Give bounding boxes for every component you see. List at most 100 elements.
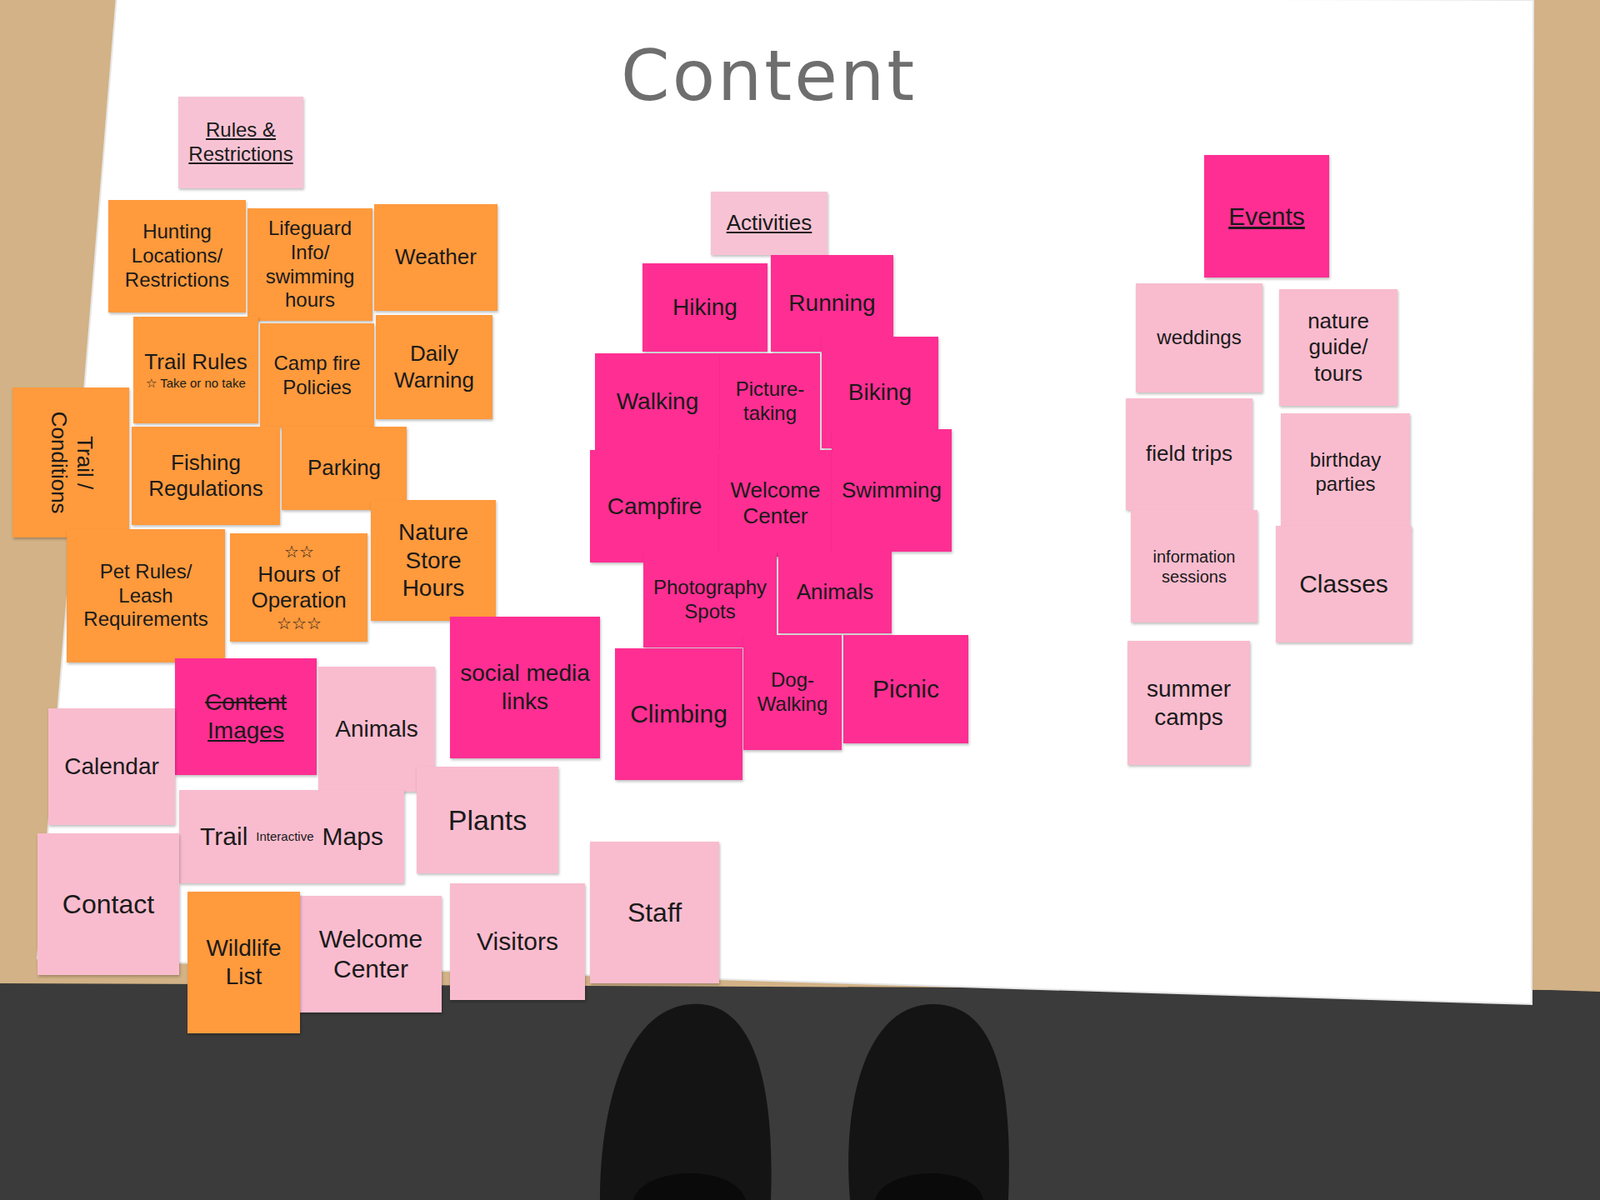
sticky-note: Activities <box>710 191 828 255</box>
sticky-note: Visitors <box>450 883 585 1000</box>
sticky-note: Plants <box>416 766 559 874</box>
note-text: ☆ Take or no take <box>141 375 250 391</box>
sticky-note: Wildlife List <box>187 891 300 1034</box>
sticky-note: Picnic <box>843 635 969 744</box>
sticky-note: Photography Spots <box>643 551 777 648</box>
sticky-note: Fishing Regulations <box>131 426 280 525</box>
note-text: Camp fire Policies <box>268 351 366 400</box>
note-text: Hunting Locations/ Restrictions <box>116 220 238 292</box>
note-text: Trail <box>200 821 248 852</box>
note-text: Welcome Center <box>727 477 824 530</box>
sticky-note: Parking <box>281 426 407 510</box>
note-text: Trail / Conditions <box>45 394 97 532</box>
sticky-note: Picture-taking <box>720 353 820 450</box>
note-text: Pet Rules/ Leash Requirements <box>75 560 217 632</box>
sticky-note: Events <box>1204 155 1330 278</box>
note-text: Walking <box>603 387 712 416</box>
note-text: ☆☆ <box>238 541 360 562</box>
sticky-note: Hunting Locations/ Restrictions <box>108 200 246 313</box>
note-text: weddings <box>1144 325 1255 350</box>
note-text: information sessions <box>1139 546 1250 587</box>
note-text: Rules & Restrictions <box>186 118 295 167</box>
note-text: Activities <box>719 210 820 236</box>
note-text: Calendar <box>56 752 167 781</box>
note-text: Running <box>779 289 885 318</box>
sticky-note: Dog-Walking <box>743 635 842 750</box>
note-text: Animals <box>326 715 427 744</box>
sticky-note: ContentImages <box>175 658 317 775</box>
sticky-note: Climbing <box>615 648 743 780</box>
note-text: field trips <box>1134 440 1245 467</box>
note-text: birthday parties <box>1289 448 1402 497</box>
sticky-note: social media links <box>450 616 600 759</box>
note-text: Content <box>183 688 309 717</box>
sticky-note: Lifeguard Info/ swimming hours <box>247 208 373 321</box>
sticky-note: weddings <box>1135 283 1263 393</box>
note-text: Biking <box>830 378 930 407</box>
right-leg <box>875 1173 984 1200</box>
sticky-note: nature guide/ tours <box>1279 289 1398 406</box>
note-text: Wildlife List <box>195 934 292 990</box>
note-text: Images <box>183 716 309 745</box>
note-text: Fishing Regulations <box>140 450 272 502</box>
note-text: Picture-taking <box>728 377 812 426</box>
sticky-note: Walking <box>595 353 720 450</box>
note-text: Weather <box>382 244 490 270</box>
note-text: summer camps <box>1135 675 1242 731</box>
note-text: Interactive <box>255 829 314 845</box>
sticky-note: birthday parties <box>1280 413 1410 531</box>
note-text: Swimming <box>840 477 944 504</box>
note-text: Picnic <box>851 674 960 705</box>
sticky-note: Trail / Conditions <box>12 387 130 538</box>
note-text: Events <box>1212 201 1321 232</box>
sticky-note: Trail Interactive Maps <box>179 790 405 884</box>
sticky-note: Rules & Restrictions <box>178 96 304 189</box>
sticky-note: Calendar <box>48 708 175 825</box>
sticky-note: Weather <box>374 204 498 311</box>
sticky-note: Welcome Center <box>719 450 832 557</box>
note-text: Daily Warning <box>384 340 485 393</box>
note-text: Visitors <box>458 926 577 957</box>
note-text: Climbing <box>623 699 735 730</box>
left-leg <box>633 1173 746 1200</box>
sticky-note: Campfire <box>590 450 720 563</box>
note-text: Nature Store Hours <box>379 518 488 603</box>
sticky-note: Daily Warning <box>375 315 493 420</box>
note-text: Trail Rules <box>141 349 250 375</box>
note-text: Maps <box>322 821 384 852</box>
note-text: Staff <box>598 896 711 929</box>
note-text: Campfire <box>598 492 711 521</box>
right-shoe <box>848 1004 1010 1200</box>
sticky-note: Nature Store Hours <box>370 500 496 621</box>
note-text: nature guide/ tours <box>1287 308 1390 387</box>
note-text: Lifeguard Info/ swimming hours <box>255 216 365 313</box>
note-text: Contact <box>45 888 171 920</box>
note-text: Hiking <box>650 293 760 322</box>
poster-paper <box>37 0 1534 1005</box>
sticky-note: Classes <box>1275 525 1412 643</box>
sticky-note: field trips <box>1125 398 1253 510</box>
note-text: Animals <box>786 579 884 605</box>
sticky-note: ☆☆Hours of Operation☆☆☆ <box>230 533 368 642</box>
note-text: ☆☆☆ <box>238 613 360 634</box>
sticky-note: information sessions <box>1130 510 1258 623</box>
left-shoe <box>600 1004 772 1200</box>
sticky-note: Hiking <box>642 263 768 352</box>
sticky-note: Staff <box>590 841 720 984</box>
sticky-note: Animals <box>778 551 892 634</box>
note-text: Parking <box>290 455 399 481</box>
board-title: Content <box>620 35 917 117</box>
note-text: Hours of Operation <box>238 561 360 614</box>
sticky-note: Pet Rules/ Leash Requirements <box>66 529 225 663</box>
sticky-note: Welcome Center <box>300 895 442 1013</box>
sticky-note: summer camps <box>1127 640 1250 765</box>
note-text: Photography Spots <box>651 575 769 625</box>
note-text: Dog-Walking <box>751 668 834 717</box>
note-text: Welcome Center <box>308 924 434 985</box>
sticky-note: Camp fire Policies <box>260 323 375 428</box>
note-text: Classes <box>1284 569 1404 600</box>
note-text: social media links <box>458 659 592 715</box>
note-text: Plants <box>425 803 550 838</box>
sticky-note: Swimming <box>831 429 952 552</box>
